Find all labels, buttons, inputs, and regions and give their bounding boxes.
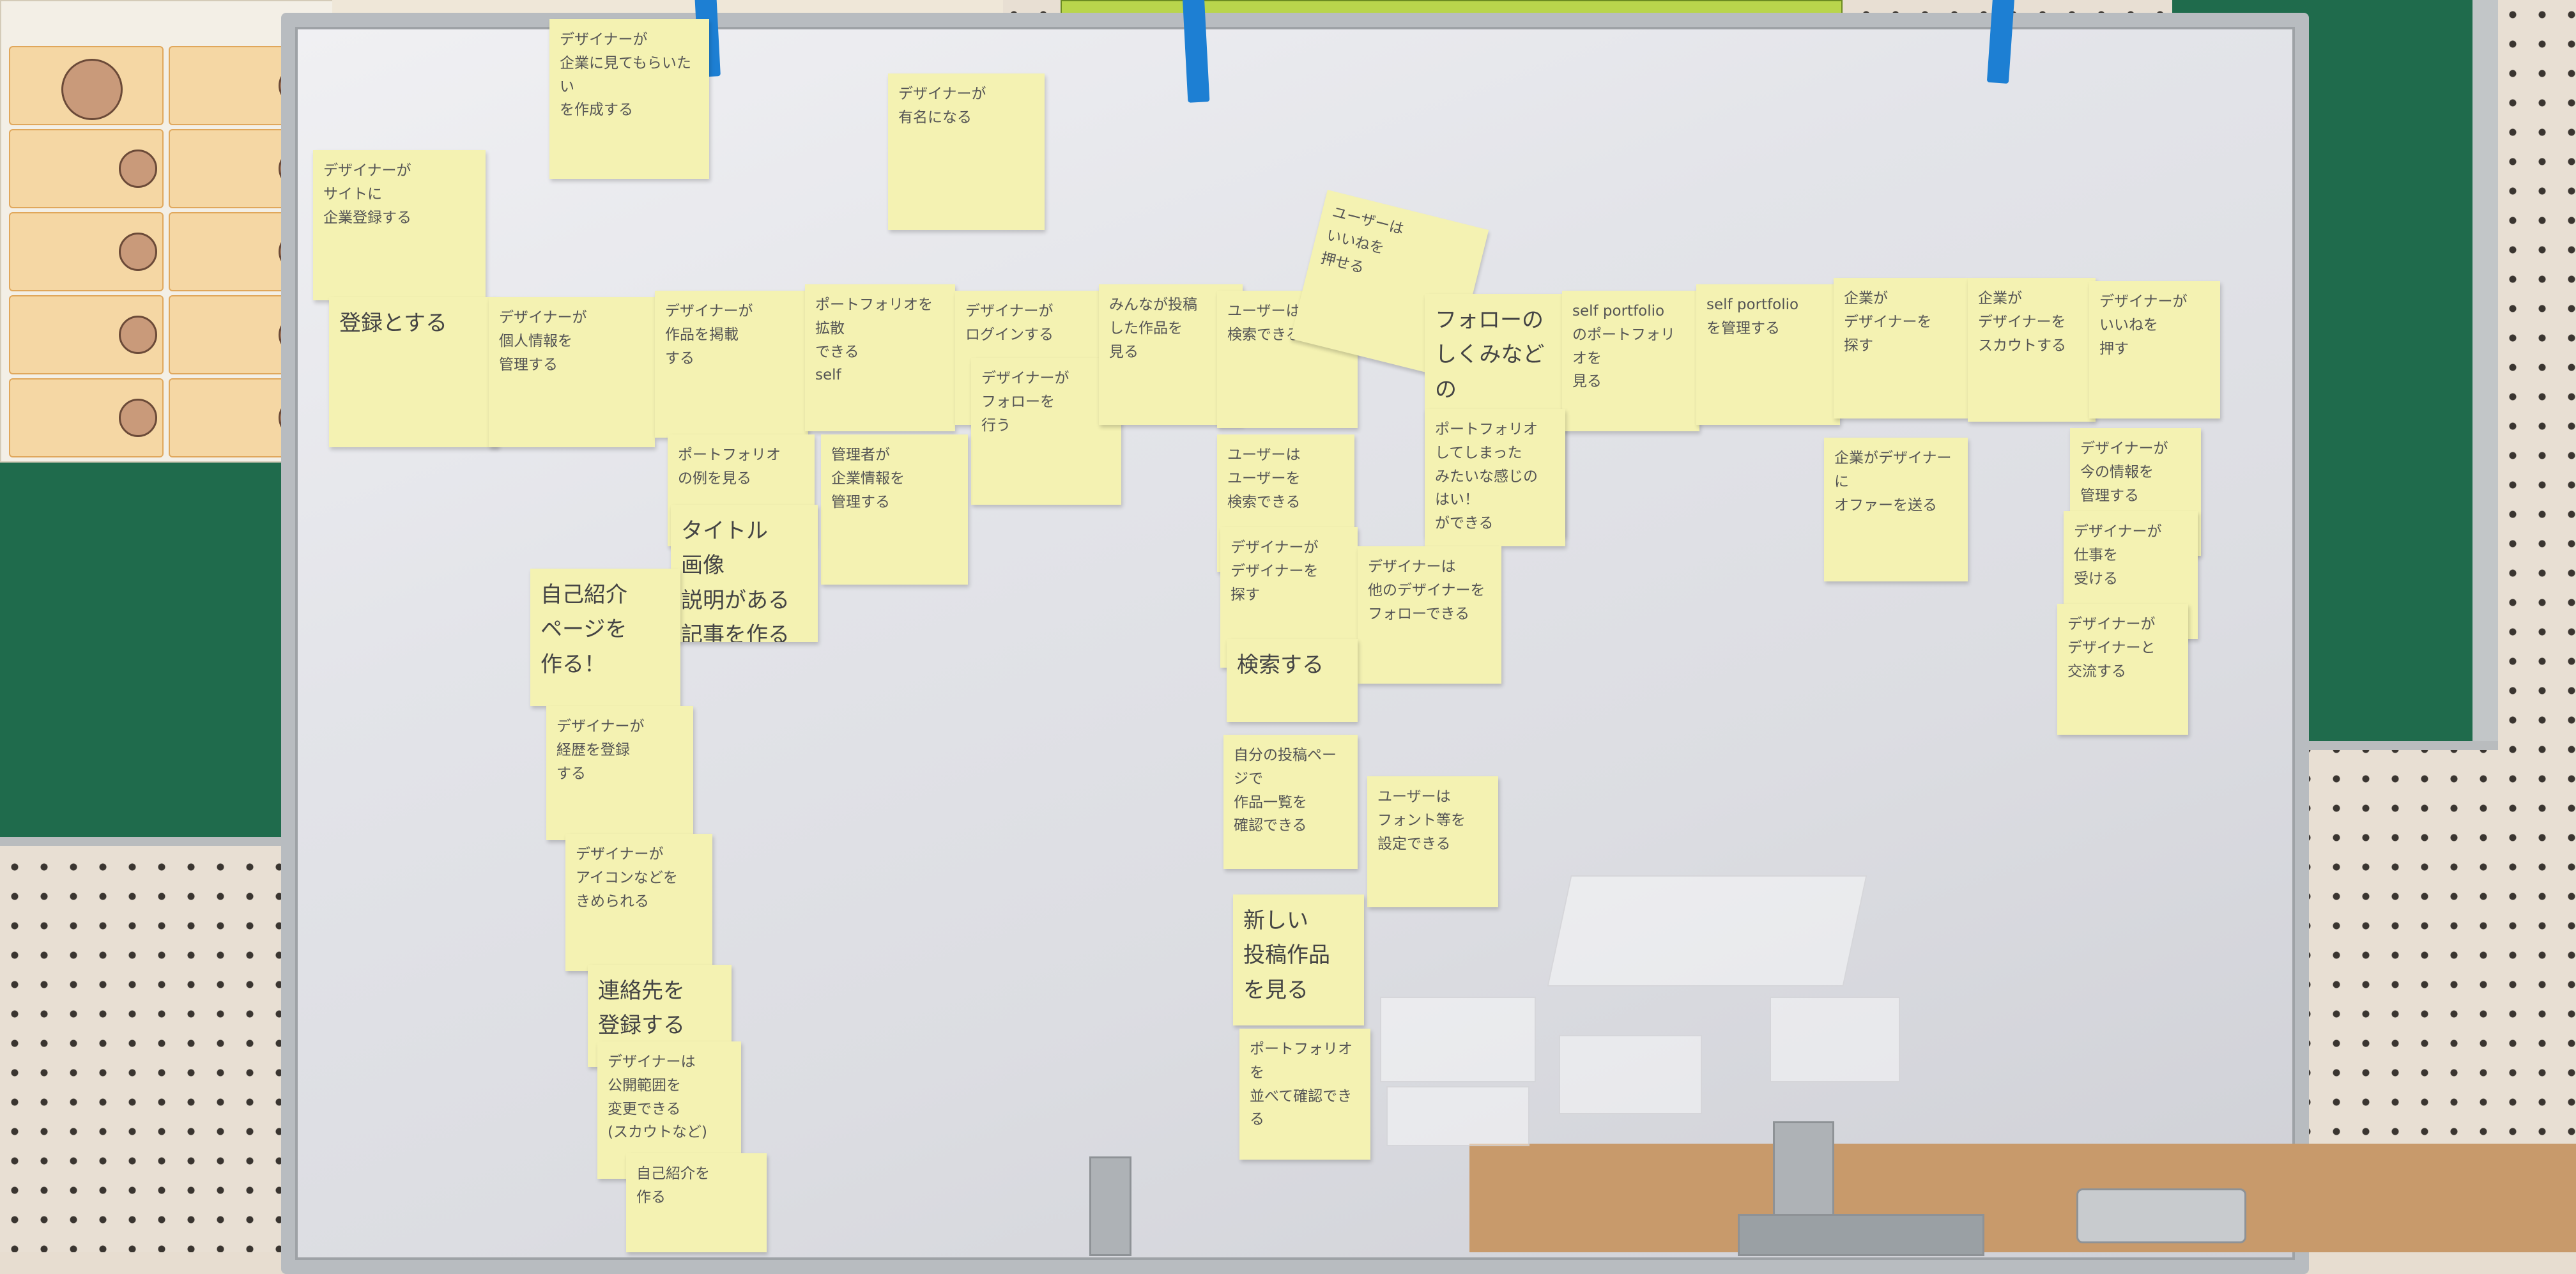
- desk: [1469, 1144, 2576, 1252]
- reflection: [1386, 1086, 1529, 1146]
- sticky-note[interactable]: self portfolio を管理する: [1696, 284, 1840, 425]
- sticky-note[interactable]: デザイナーが デザイナーと 交流する: [2057, 604, 2188, 735]
- sticky-note[interactable]: 自己紹介を 作る: [626, 1153, 767, 1252]
- reflection: [1380, 997, 1536, 1082]
- sticky-note[interactable]: ポートフォリオ してしまった みたいな感じの はい！ ができる: [1425, 409, 1565, 546]
- sticky-note[interactable]: デザイナーが 有名になる: [888, 73, 1045, 230]
- sticky-note[interactable]: デザイナーは 他のデザイナーを フォローできる: [1358, 546, 1501, 684]
- power-strip: [1738, 1214, 1984, 1256]
- sticky-note[interactable]: デザイナーが サイトに 企業登録する: [313, 150, 486, 300]
- sticky-note[interactable]: 検索する: [1227, 639, 1358, 722]
- sticky-note[interactable]: ユーザーは フォント等を 設定できる: [1367, 776, 1498, 907]
- portrait: [119, 233, 157, 271]
- sticky-note[interactable]: ポートフォリオを 並べて確認できる: [1239, 1029, 1370, 1160]
- sticky-note[interactable]: 企業がデザイナーに オファーを送る: [1824, 438, 1968, 581]
- sticky-note[interactable]: 管理者が 企業情報を 管理する: [821, 434, 968, 585]
- device-tray: [2076, 1188, 2246, 1243]
- poster-card: [9, 378, 164, 457]
- portrait: [119, 399, 157, 437]
- sticky-note[interactable]: ポートフォリオを 拡散 できる self: [805, 284, 955, 431]
- poster-card: [9, 212, 164, 291]
- sticky-note[interactable]: デザイナーが 個人情報を 管理する: [489, 297, 655, 447]
- poster-card: [9, 295, 164, 374]
- portrait: [61, 59, 123, 120]
- bulletin-board-frame: [2472, 0, 2498, 741]
- sticky-note[interactable]: タイトル 画像 説明がある 記事を作る: [671, 505, 818, 642]
- sticky-note[interactable]: 企業が デザイナーを 探す: [1834, 278, 1968, 418]
- company-poster: [0, 0, 335, 463]
- sticky-note[interactable]: デザイナーが 経歴を登録 する: [546, 706, 693, 840]
- sticky-note[interactable]: デザイナーが アイコンなどを きめられる: [565, 834, 712, 971]
- reflection: [1559, 1035, 1702, 1114]
- sticky-note[interactable]: 自分の投稿ページで 作品一覧を 確認できる: [1223, 735, 1358, 869]
- sticky-note[interactable]: self portfolio のポートフォリオを 見る: [1562, 291, 1699, 431]
- sticky-note[interactable]: 新しい 投稿作品 を見る: [1233, 894, 1364, 1025]
- poster-card: [9, 46, 164, 125]
- poster-card: [9, 129, 164, 208]
- portrait: [119, 316, 157, 354]
- whiteboard-stand-foot: [1089, 1156, 1131, 1256]
- reflection: [1547, 875, 1867, 986]
- reflection: [1770, 997, 1900, 1082]
- sticky-note[interactable]: デザイナーが フォローを 行う: [971, 358, 1121, 505]
- sticky-note[interactable]: デザイナーが いいねを 押す: [2089, 281, 2220, 418]
- sticky-note[interactable]: デザイナーが 企業に見てもらいたい を作成する: [549, 19, 709, 179]
- sticky-note[interactable]: 自己紹介 ページを 作る！: [530, 569, 680, 706]
- sticky-note[interactable]: デザイナーが 作品を掲載 する: [655, 291, 808, 438]
- sticky-note[interactable]: 登録とする: [329, 297, 498, 447]
- portrait: [119, 150, 157, 188]
- sticky-note[interactable]: 企業が デザイナーを スカウトする: [1968, 278, 2096, 422]
